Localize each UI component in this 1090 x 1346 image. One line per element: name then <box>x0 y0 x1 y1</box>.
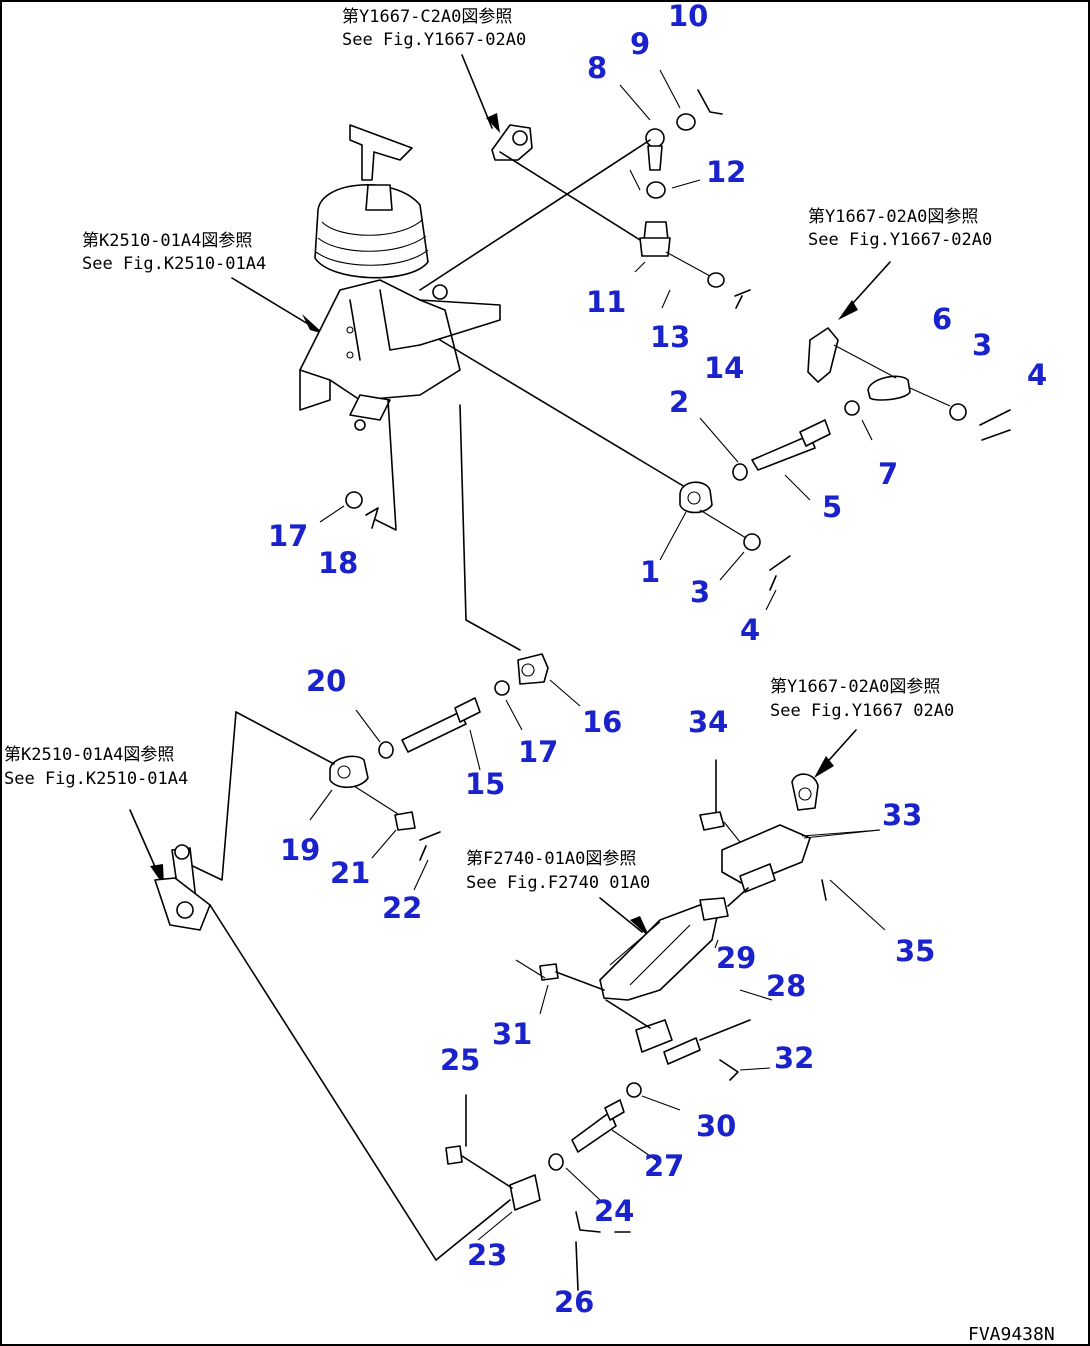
callout-1: 1 <box>640 555 660 589</box>
callout-8: 8 <box>587 51 607 85</box>
callout-2: 2 <box>669 385 689 419</box>
callout-3: 3 <box>690 575 710 609</box>
callout-9: 9 <box>630 27 650 61</box>
callout-16: 16 <box>582 705 622 739</box>
reference-en: See Fig.K2510-01A4 <box>4 769 188 789</box>
reference-jp: 第Y1667-02A0図参照 <box>770 677 940 697</box>
callout-15: 15 <box>465 767 505 801</box>
reference-en: See Fig.Y1667 02A0 <box>770 701 954 721</box>
reference-en: See Fig.Y1667-02A0 <box>808 230 992 250</box>
callout-34: 34 <box>688 705 728 739</box>
callout-28: 28 <box>766 969 806 1003</box>
callout-22: 22 <box>382 891 422 925</box>
upper-linkage <box>419 69 751 309</box>
callout-14: 14 <box>704 351 744 385</box>
callout-6: 6 <box>932 302 952 336</box>
reference-jp: 第K2510-01A4図参照 <box>4 745 174 765</box>
reference-en: See Fig.Y1667-02A0 <box>342 30 526 50</box>
lower-left-lever <box>154 844 437 1261</box>
callouts: 1 2 3 3 4 4 5 6 7 8 9 10 11 12 13 14 15 … <box>268 0 1047 1319</box>
callout-33: 33 <box>882 798 922 832</box>
callout-26: 26 <box>554 1285 594 1319</box>
callout-17: 17 <box>518 735 558 769</box>
callout-32: 32 <box>774 1041 814 1075</box>
callout-3: 3 <box>972 328 992 362</box>
callout-4: 4 <box>740 613 760 647</box>
reference-arrows <box>129 54 891 938</box>
lower-assembly <box>435 759 886 1291</box>
callout-17: 17 <box>268 519 308 553</box>
reference-jp: 第Y1667-02A0図参照 <box>808 207 978 227</box>
callout-11: 11 <box>586 285 626 319</box>
reference-jp: 第F2740-01A0図参照 <box>466 849 636 869</box>
connecting-lines <box>319 399 521 651</box>
callout-12: 12 <box>706 155 746 189</box>
callout-19: 19 <box>280 833 320 867</box>
callout-7: 7 <box>878 457 898 491</box>
reference-jp: 第Y1667-C2A0図参照 <box>342 7 512 27</box>
rod-assembly-upper <box>439 327 1011 611</box>
callout-29: 29 <box>716 941 756 975</box>
callout-21: 21 <box>330 856 370 890</box>
callout-25: 25 <box>440 1043 480 1077</box>
callout-5: 5 <box>822 490 842 524</box>
callout-27: 27 <box>644 1149 684 1183</box>
reference-jp: 第K2510-01A4図参照 <box>82 231 252 251</box>
rod-assembly-middle <box>179 653 581 891</box>
callout-20: 20 <box>306 664 346 698</box>
figure-code: FVA9438N <box>968 1324 1055 1345</box>
reference-note-top: 第Y1667-C2A0図参照 See Fig.Y1667-02A0 <box>342 7 526 50</box>
reference-note-left-lower: 第K2510-01A4図参照 See Fig.K2510-01A4 <box>4 745 188 789</box>
reference-note-left-upper: 第K2510-01A4図参照 See Fig.K2510-01A4 <box>82 231 266 274</box>
callout-10: 10 <box>668 0 708 33</box>
callout-30: 30 <box>696 1109 736 1143</box>
callout-31: 31 <box>492 1017 532 1051</box>
callout-18: 18 <box>318 546 358 580</box>
callout-23: 23 <box>467 1238 507 1272</box>
reference-note-right-upper: 第Y1667-02A0図参照 See Fig.Y1667-02A0 <box>808 207 992 250</box>
callout-13: 13 <box>650 320 690 354</box>
reference-en: See Fig.F2740 01A0 <box>466 873 650 893</box>
callout-24: 24 <box>594 1194 634 1228</box>
control-lever-assembly <box>299 124 501 431</box>
reference-note-middle: 第F2740-01A0図参照 See Fig.F2740 01A0 <box>466 849 650 893</box>
callout-4: 4 <box>1027 358 1047 392</box>
reference-en: See Fig.K2510-01A4 <box>82 254 266 274</box>
reference-note-right-lower: 第Y1667-02A0図参照 See Fig.Y1667 02A0 <box>770 677 954 721</box>
callout-35: 35 <box>895 934 935 968</box>
